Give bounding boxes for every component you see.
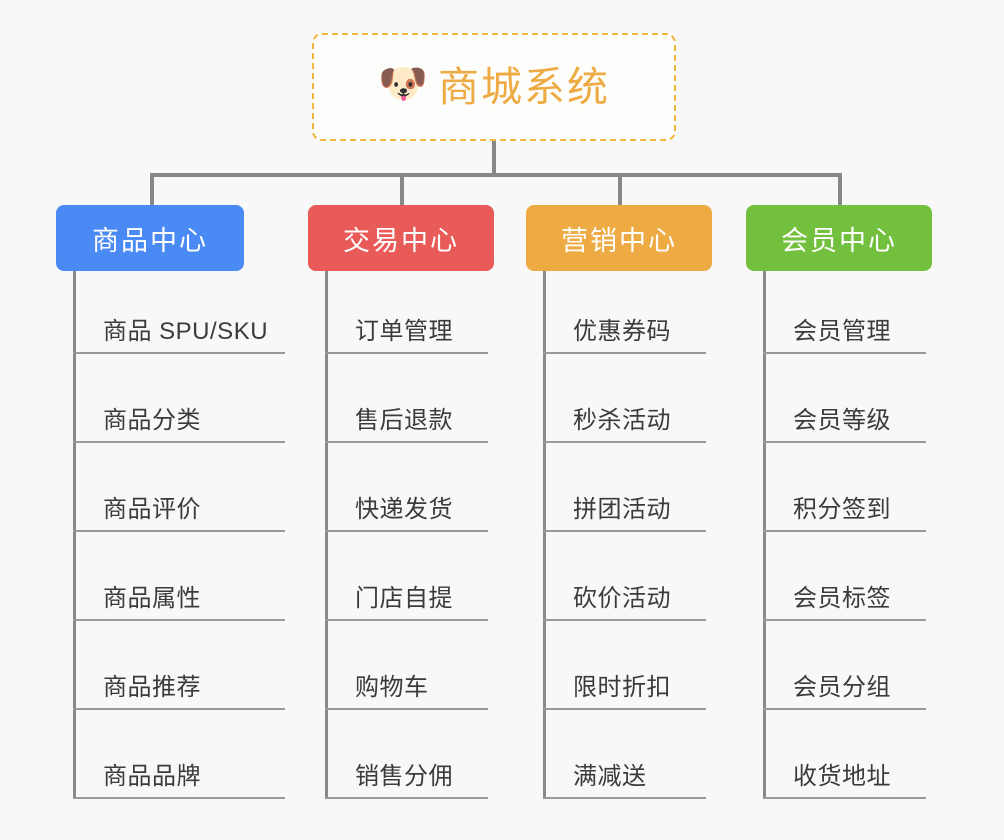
- root-title: 商城系统: [438, 63, 610, 110]
- connector-horizontal-bus: [150, 173, 842, 177]
- leaf-item[interactable]: 满减送: [543, 710, 712, 799]
- connector-root-stem: [492, 141, 496, 176]
- leaf-label: 优惠券码: [573, 318, 671, 345]
- leaf-label: 砍价活动: [573, 585, 671, 612]
- leaf-label: 门店自提: [355, 585, 453, 612]
- leaf-label: 限时折扣: [573, 674, 671, 701]
- leaf-item[interactable]: 商品品牌: [73, 710, 286, 799]
- connector-drop-marketing: [618, 173, 622, 205]
- leaf-item[interactable]: 砍价活动: [543, 532, 712, 621]
- leaf-label: 商品 SPU/SKU: [103, 318, 269, 345]
- leaf-label: 商品属性: [103, 585, 201, 612]
- leaf-item[interactable]: 商品评价: [73, 443, 286, 532]
- leaf-label: 满减送: [573, 763, 647, 790]
- leaf-label: 商品分类: [103, 407, 201, 434]
- leaf-item[interactable]: 积分签到: [763, 443, 932, 532]
- leaf-item[interactable]: 快递发货: [325, 443, 494, 532]
- connector-drop-member: [838, 173, 842, 205]
- leaf-list-member: 会员管理 会员等级 积分签到 会员标签 会员分组 收货地址: [746, 271, 932, 799]
- leaf-label: 会员管理: [793, 318, 891, 345]
- leaf-item[interactable]: 拼团活动: [543, 443, 712, 532]
- leaf-item[interactable]: 优惠券码: [543, 271, 712, 354]
- root-node[interactable]: 🐶 商城系统: [312, 33, 676, 141]
- branch-header-member[interactable]: 会员中心: [746, 205, 932, 271]
- leaf-label: 商品品牌: [103, 763, 201, 790]
- leaf-label: 商品推荐: [103, 674, 201, 701]
- leaf-label: 会员等级: [793, 407, 891, 434]
- leaf-label: 会员标签: [793, 585, 891, 612]
- leaf-item[interactable]: 商品推荐: [73, 621, 286, 710]
- leaf-label: 拼团活动: [573, 496, 671, 523]
- leaf-label: 销售分佣: [355, 763, 453, 790]
- connector-drop-trade: [400, 173, 404, 205]
- leaf-item[interactable]: 商品 SPU/SKU: [73, 271, 286, 354]
- branch-marketing-center: 营销中心 优惠券码 秒杀活动 拼团活动 砍价活动 限时折扣 满减送: [526, 205, 712, 799]
- leaf-item[interactable]: 门店自提: [325, 532, 494, 621]
- leaf-label: 售后退款: [355, 407, 453, 434]
- leaf-label: 购物车: [355, 674, 429, 701]
- branch-header-trade[interactable]: 交易中心: [308, 205, 494, 271]
- dog-face-icon: 🐶: [378, 62, 428, 106]
- leaf-item[interactable]: 售后退款: [325, 354, 494, 443]
- leaf-item[interactable]: 收货地址: [763, 710, 932, 799]
- leaf-item[interactable]: 会员管理: [763, 271, 932, 354]
- leaf-label: 秒杀活动: [573, 407, 671, 434]
- leaf-item[interactable]: 销售分佣: [325, 710, 494, 799]
- leaf-label: 积分签到: [793, 496, 891, 523]
- branch-product-center: 商品中心 商品 SPU/SKU 商品分类 商品评价 商品属性 商品推荐 商品品牌: [56, 205, 286, 799]
- leaf-item[interactable]: 会员标签: [763, 532, 932, 621]
- leaf-label: 订单管理: [355, 318, 453, 345]
- branch-trade-center: 交易中心 订单管理 售后退款 快递发货 门店自提 购物车 销售分佣: [308, 205, 494, 799]
- leaf-item[interactable]: 会员等级: [763, 354, 932, 443]
- connector-drop-product: [150, 173, 154, 205]
- leaf-item[interactable]: 会员分组: [763, 621, 932, 710]
- leaf-item[interactable]: 限时折扣: [543, 621, 712, 710]
- branch-header-marketing[interactable]: 营销中心: [526, 205, 712, 271]
- leaf-item[interactable]: 秒杀活动: [543, 354, 712, 443]
- leaf-list-marketing: 优惠券码 秒杀活动 拼团活动 砍价活动 限时折扣 满减送: [526, 271, 712, 799]
- leaf-list-product: 商品 SPU/SKU 商品分类 商品评价 商品属性 商品推荐 商品品牌: [56, 271, 286, 799]
- leaf-label: 快递发货: [355, 496, 453, 523]
- leaf-label: 会员分组: [793, 674, 891, 701]
- branch-member-center: 会员中心 会员管理 会员等级 积分签到 会员标签 会员分组 收货地址: [746, 205, 932, 799]
- leaf-item[interactable]: 商品分类: [73, 354, 286, 443]
- leaf-label: 商品评价: [103, 496, 201, 523]
- branch-header-product[interactable]: 商品中心: [56, 205, 244, 271]
- leaf-item[interactable]: 商品属性: [73, 532, 286, 621]
- leaf-item[interactable]: 购物车: [325, 621, 494, 710]
- leaf-label: 收货地址: [793, 763, 891, 790]
- leaf-list-trade: 订单管理 售后退款 快递发货 门店自提 购物车 销售分佣: [308, 271, 494, 799]
- leaf-item[interactable]: 订单管理: [325, 271, 494, 354]
